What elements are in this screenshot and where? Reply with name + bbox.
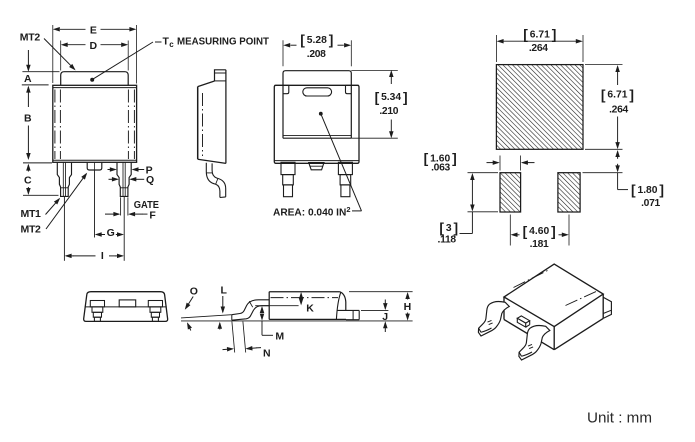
svg-text:[6.71]: [6.71] [523, 27, 556, 42]
svg-text:[1.80]: [1.80] [631, 183, 664, 198]
svg-text:M: M [275, 330, 284, 342]
svg-text:P: P [146, 165, 153, 177]
svg-text:.264: .264 [529, 43, 548, 54]
svg-text:[3]: [3] [439, 221, 458, 236]
svg-text:.118: .118 [438, 235, 457, 246]
svg-text:A: A [24, 73, 32, 85]
svg-text:.210: .210 [379, 106, 398, 117]
svg-text:c: c [169, 40, 174, 49]
svg-text:B: B [24, 112, 32, 124]
svg-text:MEASURING POINT: MEASURING POINT [177, 35, 270, 47]
svg-text:.181: .181 [530, 239, 549, 250]
svg-text:GATE: GATE [134, 200, 159, 211]
svg-text:E: E [90, 25, 97, 37]
svg-text:.063: .063 [431, 162, 450, 173]
svg-text:I: I [101, 250, 104, 262]
svg-text:L: L [220, 284, 227, 296]
svg-text:N: N [263, 347, 270, 359]
svg-text:[1.60]: [1.60] [424, 151, 457, 166]
svg-text:.208: .208 [307, 49, 326, 60]
svg-text:.264: .264 [609, 105, 628, 116]
svg-text:D: D [90, 40, 98, 52]
svg-text:G: G [107, 227, 115, 239]
svg-text:.071: .071 [641, 198, 660, 209]
svg-text:MT2: MT2 [20, 32, 41, 44]
svg-text:[6.71]: [6.71] [601, 87, 634, 102]
svg-text:T: T [163, 35, 170, 47]
svg-text:[5.34]: [5.34] [375, 90, 408, 105]
svg-text:AREA: 0.040 IN2: AREA: 0.040 IN2 [273, 205, 351, 219]
svg-text:K: K [306, 302, 314, 314]
svg-text:[5.28]: [5.28] [300, 33, 333, 48]
svg-text:Q: Q [146, 174, 154, 186]
svg-text:MT2: MT2 [21, 223, 42, 235]
svg-text:Unit : mm: Unit : mm [587, 409, 652, 426]
svg-text:J: J [382, 311, 388, 323]
svg-text:C: C [24, 175, 32, 187]
svg-text:[4.60]: [4.60] [523, 224, 556, 239]
svg-text:O: O [190, 285, 198, 297]
svg-text:MT1: MT1 [21, 208, 42, 220]
svg-text:F: F [149, 209, 156, 221]
svg-text:H: H [404, 301, 411, 313]
